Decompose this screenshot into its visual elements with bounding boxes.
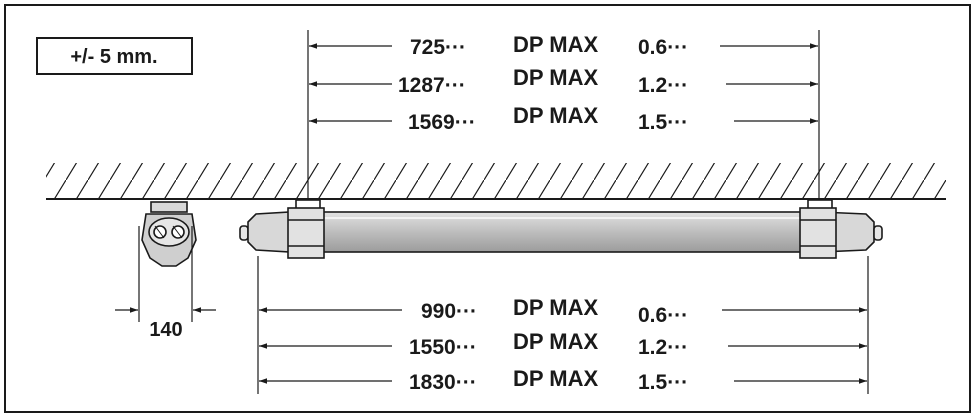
dim-length: 990··· bbox=[421, 300, 477, 323]
top-dim-row: 725··· DP MAX 0.6··· bbox=[309, 32, 818, 59]
dim-length: 725··· bbox=[410, 36, 466, 59]
dim-length: 1569··· bbox=[408, 111, 476, 134]
dim-value: 1.2··· bbox=[638, 336, 688, 359]
dim-label: DP MAX bbox=[513, 103, 598, 128]
tolerance-box: +/- 5 mm. bbox=[36, 37, 193, 75]
bottom-dim-row: 1830··· DP MAX 1.5··· bbox=[259, 366, 867, 394]
dim-value: 1.2··· bbox=[638, 74, 688, 97]
dim-label: DP MAX bbox=[513, 32, 598, 57]
tolerance-label: +/- 5 mm. bbox=[70, 46, 157, 68]
top-dim-row: 1569··· DP MAX 1.5··· bbox=[309, 103, 818, 134]
dim-label: DP MAX bbox=[513, 366, 598, 391]
outer-frame bbox=[4, 4, 971, 413]
top-dim-row: 1287··· DP MAX 1.2··· bbox=[309, 65, 818, 97]
luminaire-end-view bbox=[141, 201, 197, 267]
ceiling bbox=[46, 163, 946, 200]
dim-value: 1.5··· bbox=[638, 111, 688, 134]
dim-value: 0.6··· bbox=[638, 36, 688, 59]
dim-value: 1.5··· bbox=[638, 371, 688, 394]
dim-length: 1550··· bbox=[409, 336, 477, 359]
dim-value: 0.6··· bbox=[638, 304, 688, 327]
dim-label: DP MAX bbox=[513, 329, 598, 354]
dim-length: 1287··· bbox=[398, 74, 466, 97]
dim-label: DP MAX bbox=[513, 295, 598, 320]
dim-label: DP MAX bbox=[513, 65, 598, 90]
bottom-dim-row: 1550··· DP MAX 1.2··· bbox=[259, 329, 867, 359]
dim-length: 1830··· bbox=[409, 371, 477, 394]
luminaire-side-view bbox=[239, 199, 883, 259]
mount-width-label: 140 bbox=[149, 319, 182, 341]
bottom-dim-row: 990··· DP MAX 0.6··· bbox=[259, 295, 867, 327]
